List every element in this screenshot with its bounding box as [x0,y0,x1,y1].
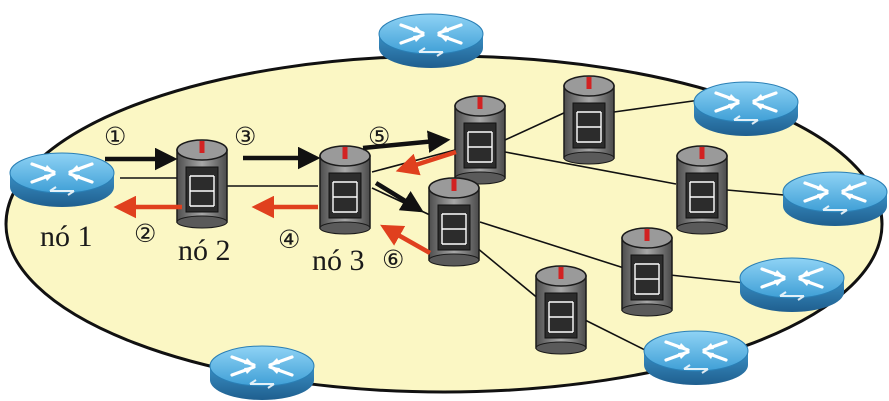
router-icon [738,256,846,314]
switch-icon [176,139,228,229]
switch-icon [454,95,506,185]
request-arrows [105,130,451,213]
router-icon [8,151,116,209]
router-icon [377,12,485,70]
switch-icon [319,145,371,235]
router-icon [692,80,800,138]
router-icon [642,329,750,387]
step-2-label: ② [134,219,156,248]
step-4-label: ④ [278,225,300,254]
step-5-label: ⑤ [368,122,390,151]
node-3-label: nó 3 [312,244,365,277]
node-1-label: nó 1 [40,220,93,253]
router-icon [781,170,889,228]
switch-icon [676,145,728,235]
switch-icon [428,177,480,267]
switch-icon [621,227,673,317]
router-icon [208,344,316,401]
step-3-label: ③ [234,122,256,151]
switch-icon [535,265,587,355]
switch-icon [563,75,615,165]
step-6-label: ⑥ [382,245,404,274]
step-1-label: ① [104,122,126,151]
node-2-label: nó 2 [178,234,231,267]
reply-arrows [113,149,457,255]
